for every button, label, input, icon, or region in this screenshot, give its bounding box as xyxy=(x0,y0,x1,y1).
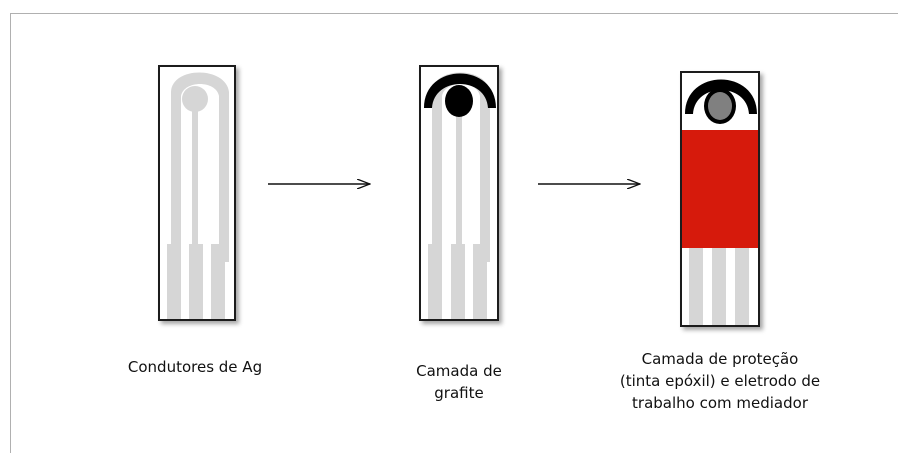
strip-protective-layer xyxy=(680,71,760,327)
caption-line: Condutores de Ag xyxy=(127,358,263,376)
caption-step-2: Camada de grafite xyxy=(400,360,518,404)
mediator-working-electrode xyxy=(708,92,732,120)
protective-epoxy-layer xyxy=(682,130,758,248)
caption-line: (tinta epóxil) e eletrodo de xyxy=(619,372,821,390)
caption-step-3: Camada de proteção (tinta epóxil) e elet… xyxy=(605,348,835,414)
caption-line: grafite xyxy=(434,384,484,402)
caption-line: Camada de proteção xyxy=(641,350,799,368)
caption-line: trabalho com mediador xyxy=(632,394,808,412)
graphite-counter-electrode-arc xyxy=(424,73,496,108)
strip-graphite-layer xyxy=(419,65,499,321)
figure-frame xyxy=(10,13,898,453)
silver-conductor-tracks xyxy=(167,72,229,319)
silver-conductor-tracks xyxy=(689,242,749,325)
graphite-counter-electrode-arc xyxy=(685,79,757,114)
working-electrode-lead xyxy=(192,110,198,260)
strip-silver-conductors xyxy=(158,65,236,321)
contact-pad-2 xyxy=(189,244,203,319)
working-electrode-disc xyxy=(182,86,208,112)
contact-pad-1 xyxy=(167,244,181,319)
reference-electrode-arc xyxy=(171,72,229,262)
contact-pad-3 xyxy=(211,244,225,319)
caption-step-1: Condutores de Ag xyxy=(122,356,268,378)
graphite-working-electrode xyxy=(445,85,473,117)
caption-line: Camada de xyxy=(416,362,502,380)
